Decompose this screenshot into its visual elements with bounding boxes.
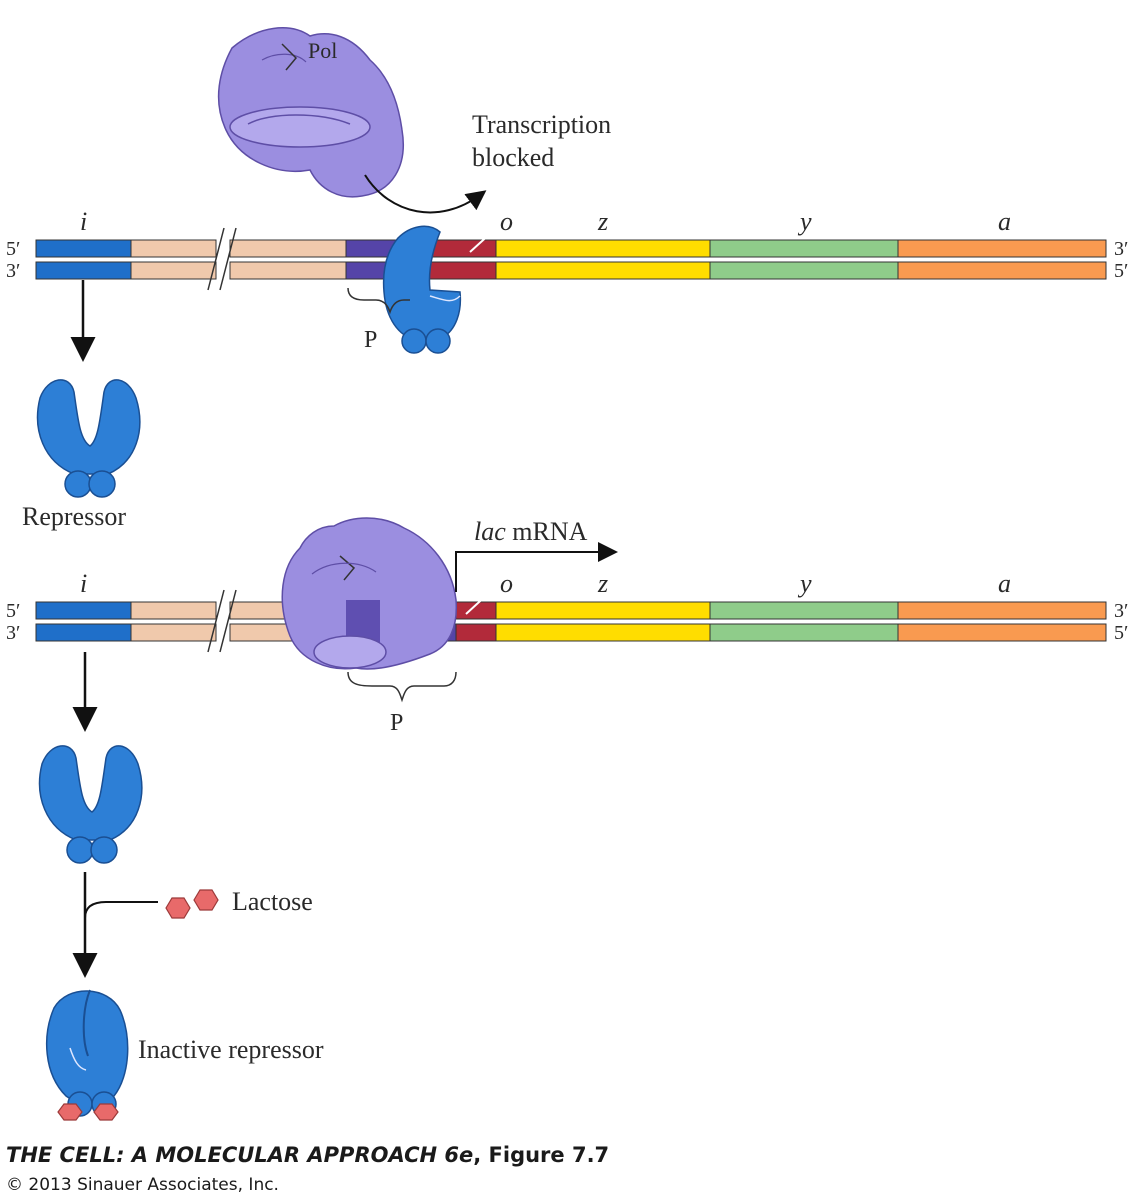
caption-figure-number: , Figure 7.7 bbox=[473, 1143, 609, 1167]
gene-a-bottom: a bbox=[998, 569, 1011, 598]
gene-z-bottom: z bbox=[597, 569, 608, 598]
strand-end-bottom-right-2: 5′ bbox=[1114, 622, 1128, 644]
transcription-blocked-line2: blocked bbox=[472, 143, 554, 172]
copyright-line: © 2013 Sinauer Associates, Inc. bbox=[6, 1175, 279, 1195]
repressor-icon bbox=[36, 379, 141, 498]
pol-label: Pol bbox=[308, 38, 337, 63]
gene-o-top: o bbox=[500, 207, 513, 236]
gene-o-bottom: o bbox=[500, 569, 513, 598]
lac-mrna-label: lac mRNA bbox=[474, 517, 588, 546]
strand-end-bottom-left-2: 3′ bbox=[6, 622, 20, 644]
strand-end-top-left: 5′ bbox=[6, 238, 20, 260]
promoter-label-top: P bbox=[364, 327, 377, 353]
inactive-repressor-label: Inactive repressor bbox=[138, 1035, 324, 1064]
transcription-blocked-line1: Transcription bbox=[472, 110, 611, 139]
repressor-bound-icon bbox=[382, 225, 462, 354]
lactose-icon bbox=[165, 889, 219, 919]
gene-i-bottom: i bbox=[80, 569, 87, 598]
rna-polymerase-icon: Pol bbox=[217, 27, 404, 198]
gene-i-top: i bbox=[80, 207, 87, 236]
mrna-arrow bbox=[455, 542, 618, 592]
promoter-brace-top bbox=[347, 287, 410, 315]
inactive-repressor-icon bbox=[45, 989, 129, 1121]
dna-repressed bbox=[35, 227, 1107, 291]
repressor-icon-2 bbox=[38, 745, 143, 864]
strand-end-top-right: 3′ bbox=[1114, 238, 1128, 260]
dna-induced bbox=[35, 589, 1107, 653]
strand-end-bottom-left: 3′ bbox=[6, 260, 20, 282]
mrna-label: mRNA bbox=[506, 517, 588, 546]
gene-y-bottom: y bbox=[797, 569, 812, 598]
strand-end-top-left-2: 5′ bbox=[6, 600, 20, 622]
gene-y-top: y bbox=[797, 207, 812, 236]
lactose-join-line bbox=[84, 901, 158, 919]
gene-a-top: a bbox=[998, 207, 1011, 236]
strand-end-bottom-right: 5′ bbox=[1114, 260, 1128, 282]
gene-z-top: z bbox=[597, 207, 608, 236]
blocked-arrow bbox=[364, 174, 487, 214]
figure-caption: THE CELL: A MOLECULAR APPROACH 6e, Figur… bbox=[6, 1143, 609, 1167]
repressor-label: Repressor bbox=[22, 502, 126, 531]
promoter-label-bottom: P bbox=[390, 710, 403, 736]
rna-polymerase-bound-icon bbox=[281, 517, 458, 670]
lac-label: lac bbox=[474, 517, 506, 546]
strand-end-top-right-2: 3′ bbox=[1114, 600, 1128, 622]
lactose-label: Lactose bbox=[232, 887, 313, 916]
caption-title: THE CELL: A MOLECULAR APPROACH 6e bbox=[6, 1143, 473, 1167]
promoter-brace-bottom bbox=[347, 671, 457, 703]
